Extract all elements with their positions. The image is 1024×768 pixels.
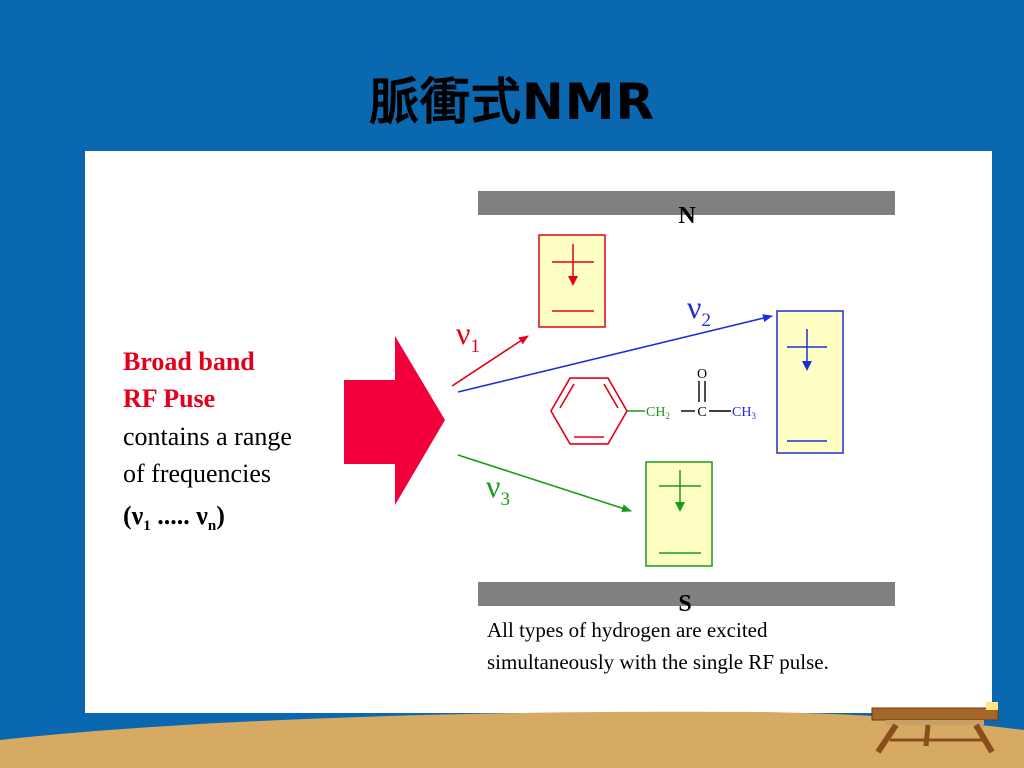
- nu1-arrow: [451, 335, 529, 387]
- contains-range-line: contains a range: [123, 422, 292, 451]
- benzene-ring: [550, 377, 628, 445]
- carbonyl-oxygen: O: [697, 367, 707, 382]
- ch3-group: CH3: [732, 405, 756, 421]
- rf-pulse-arrow: [344, 336, 445, 505]
- north-pole-label: N: [678, 203, 696, 229]
- energy-box-red: [538, 234, 606, 328]
- south-pole-bar: [478, 582, 895, 606]
- caption-line-2: simultaneously with the single RF pulse.: [487, 650, 829, 674]
- rf-puse-line: RF Puse: [123, 384, 216, 413]
- energy-box-blue: [776, 310, 844, 454]
- nu3-label: ν3: [486, 468, 510, 510]
- floor-wave: [0, 711, 1024, 768]
- nu3-arrow: [457, 454, 632, 513]
- nu2-label: ν2: [687, 289, 711, 331]
- of-frequencies-line: of frequencies: [123, 459, 271, 488]
- frequency-range-line: (ν1 ..... νn): [123, 501, 225, 535]
- ch2-group: CH2: [646, 405, 670, 421]
- nu2-arrow: [457, 314, 773, 393]
- carbonyl-carbon: C: [697, 405, 706, 420]
- caption-line-1: All types of hydrogen are excited: [487, 618, 768, 642]
- north-pole-bar: [478, 191, 895, 215]
- energy-box-green: [645, 461, 713, 567]
- slide-title: 脈衝式NMR: [368, 73, 656, 131]
- broad-band-line: Broad band: [123, 347, 255, 376]
- nu1-label: ν1: [456, 315, 480, 357]
- south-pole-label: S: [678, 591, 691, 617]
- easel-icon: [871, 702, 999, 754]
